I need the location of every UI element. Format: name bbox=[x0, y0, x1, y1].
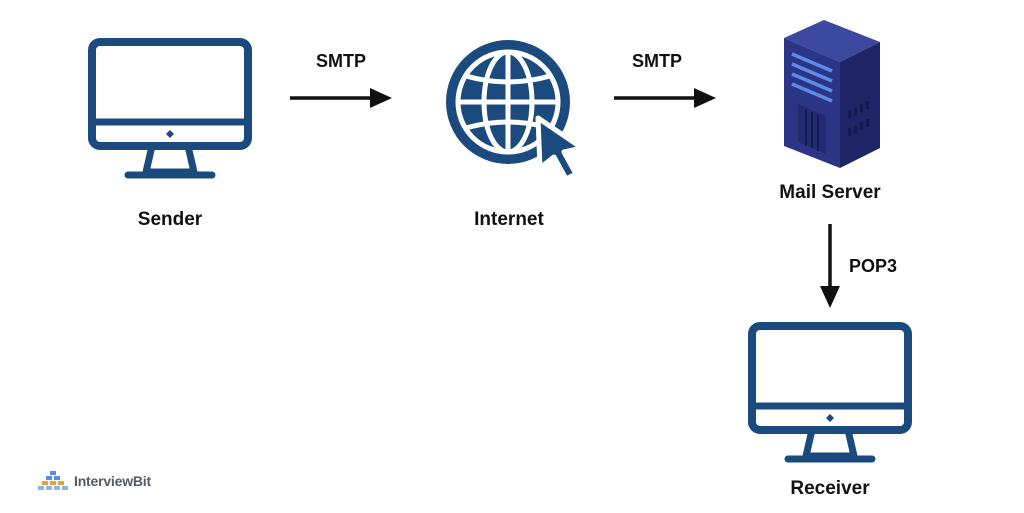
mail-server-node bbox=[770, 14, 890, 172]
arrow-internet-mailserver bbox=[614, 86, 718, 110]
edge-label-mailserver-receiver: POP3 bbox=[849, 256, 898, 276]
arrow-sender-internet bbox=[290, 86, 394, 110]
monitor-icon bbox=[748, 322, 912, 463]
receiver-node bbox=[746, 320, 914, 466]
globe-cursor-icon bbox=[446, 40, 585, 182]
brand-text: InterviewBit bbox=[74, 473, 151, 489]
sender-label: Sender bbox=[137, 209, 203, 230]
server-rack-icon bbox=[784, 20, 880, 168]
arrow-mailserver-receiver bbox=[818, 224, 842, 310]
interviewbit-logo-icon bbox=[38, 471, 68, 490]
edge-label-sender-internet: SMTP bbox=[316, 51, 367, 71]
internet-label: Internet bbox=[474, 209, 544, 230]
receiver-label: Receiver bbox=[790, 478, 870, 499]
sender-node bbox=[86, 36, 254, 182]
internet-node bbox=[440, 36, 588, 184]
edge-label-internet-mailserver: SMTP bbox=[632, 51, 683, 71]
monitor-icon bbox=[88, 38, 252, 179]
brand-logo: InterviewBit bbox=[38, 470, 151, 492]
mail-server-label: Mail Server bbox=[779, 182, 881, 203]
